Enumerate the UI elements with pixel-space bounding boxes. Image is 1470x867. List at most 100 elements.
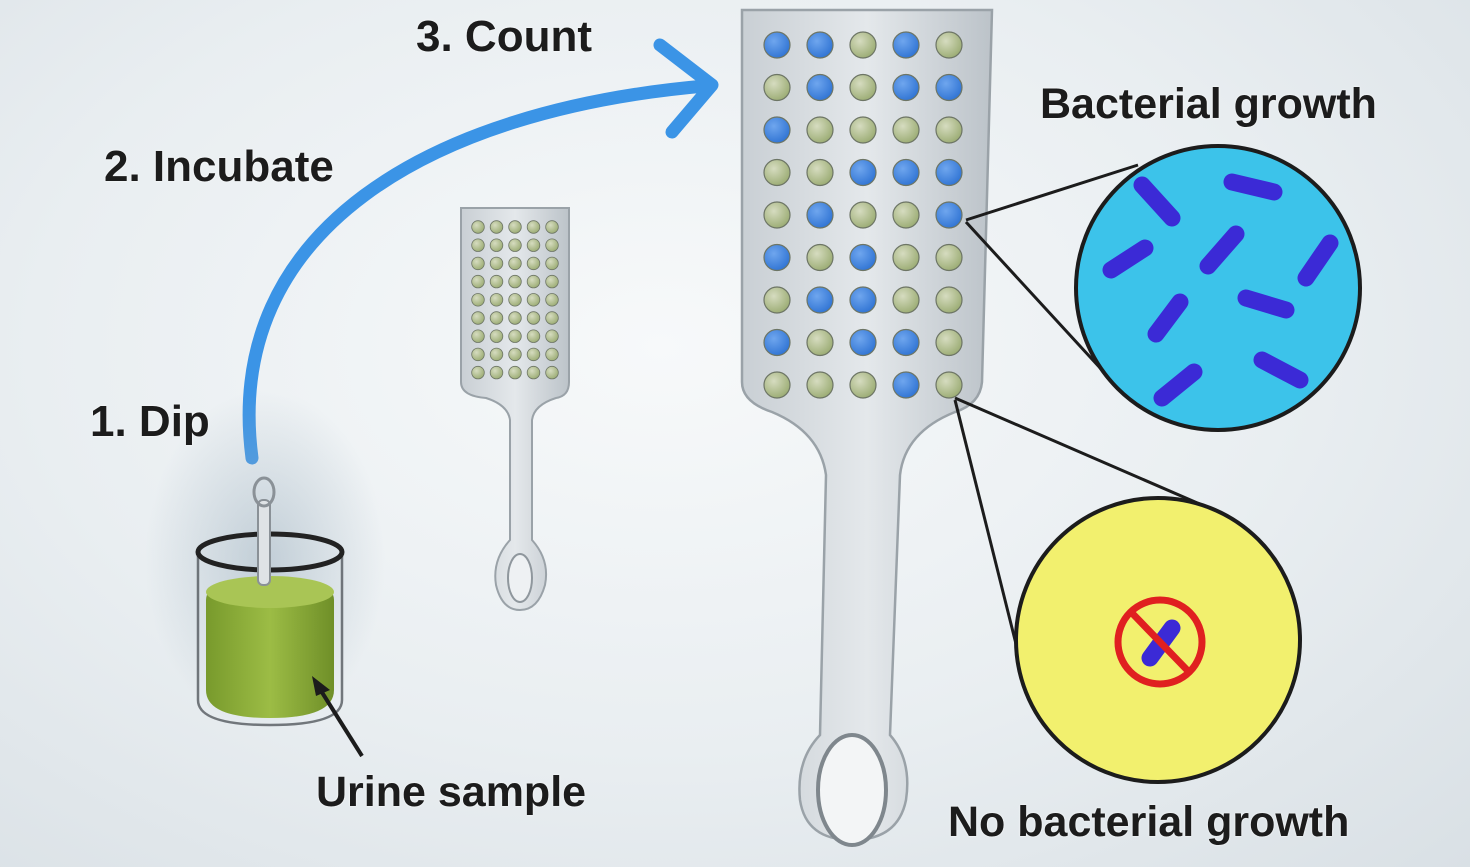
prohibition-icon xyxy=(1114,596,1206,688)
well-negative xyxy=(849,116,877,144)
liquid-surface xyxy=(206,576,334,608)
bacterium xyxy=(1147,293,1189,343)
well xyxy=(508,329,522,343)
bacterial-growth-label: Bacterial growth xyxy=(1040,80,1377,128)
bacterium xyxy=(1297,234,1339,287)
well xyxy=(526,329,541,343)
well xyxy=(508,256,522,271)
well xyxy=(526,293,541,307)
well-negative xyxy=(806,371,834,399)
step-dip-label: 1. Dip xyxy=(90,397,210,446)
well xyxy=(489,256,504,271)
callout-lines xyxy=(953,163,1203,701)
small-paddle-body xyxy=(460,207,570,612)
sample-pointer-head xyxy=(312,676,330,696)
well-negative xyxy=(763,371,791,399)
well-negative xyxy=(935,243,963,272)
well-negative xyxy=(892,201,920,229)
well xyxy=(545,274,559,289)
well xyxy=(489,293,504,307)
well-negative xyxy=(806,328,834,357)
well-negative xyxy=(892,116,920,144)
well-negative xyxy=(849,371,877,399)
large-paddle-loop xyxy=(816,733,888,847)
arrow-shaft xyxy=(242,79,712,465)
well xyxy=(508,293,522,307)
well xyxy=(471,347,485,362)
bacterium xyxy=(1153,363,1203,407)
well-positive xyxy=(935,73,963,102)
well xyxy=(526,311,541,325)
well xyxy=(526,238,541,252)
bacterium xyxy=(1102,239,1154,279)
no-growth-callout-line-top xyxy=(954,396,1203,507)
well-negative xyxy=(935,116,963,144)
small-paddle-wells xyxy=(471,220,559,380)
well-negative xyxy=(935,328,963,357)
step-count-label: 3. Count xyxy=(416,12,592,61)
well xyxy=(489,329,504,343)
well xyxy=(471,293,485,307)
well xyxy=(489,365,504,380)
beaker-icon xyxy=(145,390,385,758)
bacterium xyxy=(1133,176,1181,227)
well-negative xyxy=(935,371,963,399)
dipstick-paddle-icon xyxy=(460,207,570,612)
growth-callout-line-bottom xyxy=(964,220,1104,372)
well-negative xyxy=(806,116,834,144)
well-positive xyxy=(935,158,963,187)
well xyxy=(471,329,485,343)
well xyxy=(471,274,485,289)
well xyxy=(471,238,485,252)
well-positive xyxy=(849,286,877,314)
well-negative xyxy=(935,286,963,314)
well xyxy=(489,311,504,325)
well-positive xyxy=(892,371,920,399)
well xyxy=(489,220,504,234)
growth-callout-line-top xyxy=(965,163,1139,222)
large-paddle-wells xyxy=(763,31,963,399)
well-positive xyxy=(763,116,791,144)
well-positive xyxy=(806,31,834,59)
prohibition-slash xyxy=(1127,608,1193,676)
sample-pointer-line xyxy=(316,684,364,758)
well xyxy=(471,256,485,271)
well-positive xyxy=(806,286,834,314)
dipstick-handle-small xyxy=(257,499,271,586)
well xyxy=(526,347,541,362)
curved-arrow-icon xyxy=(242,38,719,465)
well-negative xyxy=(849,31,877,59)
well-negative xyxy=(763,73,791,102)
well xyxy=(489,238,504,252)
well-negative xyxy=(892,243,920,272)
well-negative xyxy=(763,201,791,229)
bacterium xyxy=(1223,173,1283,201)
step-incubate-label: 2. Incubate xyxy=(104,142,334,191)
well-negative xyxy=(849,201,877,229)
well-positive xyxy=(806,201,834,229)
well-negative xyxy=(763,158,791,187)
dipstick-loop-small xyxy=(252,476,276,508)
well xyxy=(508,365,522,380)
well xyxy=(508,220,522,234)
well-positive xyxy=(935,201,963,229)
no-bacterial-growth-circle xyxy=(1014,496,1302,784)
well xyxy=(545,329,559,343)
well-positive xyxy=(849,243,877,272)
well-positive xyxy=(849,158,877,187)
well xyxy=(526,274,541,289)
well xyxy=(508,238,522,252)
well-negative xyxy=(806,243,834,272)
no-bacterial-growth-label: No bacterial growth xyxy=(948,798,1350,846)
well xyxy=(545,220,559,234)
well xyxy=(471,311,485,325)
well-positive xyxy=(892,328,920,357)
well xyxy=(508,347,522,362)
well xyxy=(545,347,559,362)
well xyxy=(545,293,559,307)
well xyxy=(526,256,541,271)
well xyxy=(526,365,541,380)
well-negative xyxy=(806,158,834,187)
